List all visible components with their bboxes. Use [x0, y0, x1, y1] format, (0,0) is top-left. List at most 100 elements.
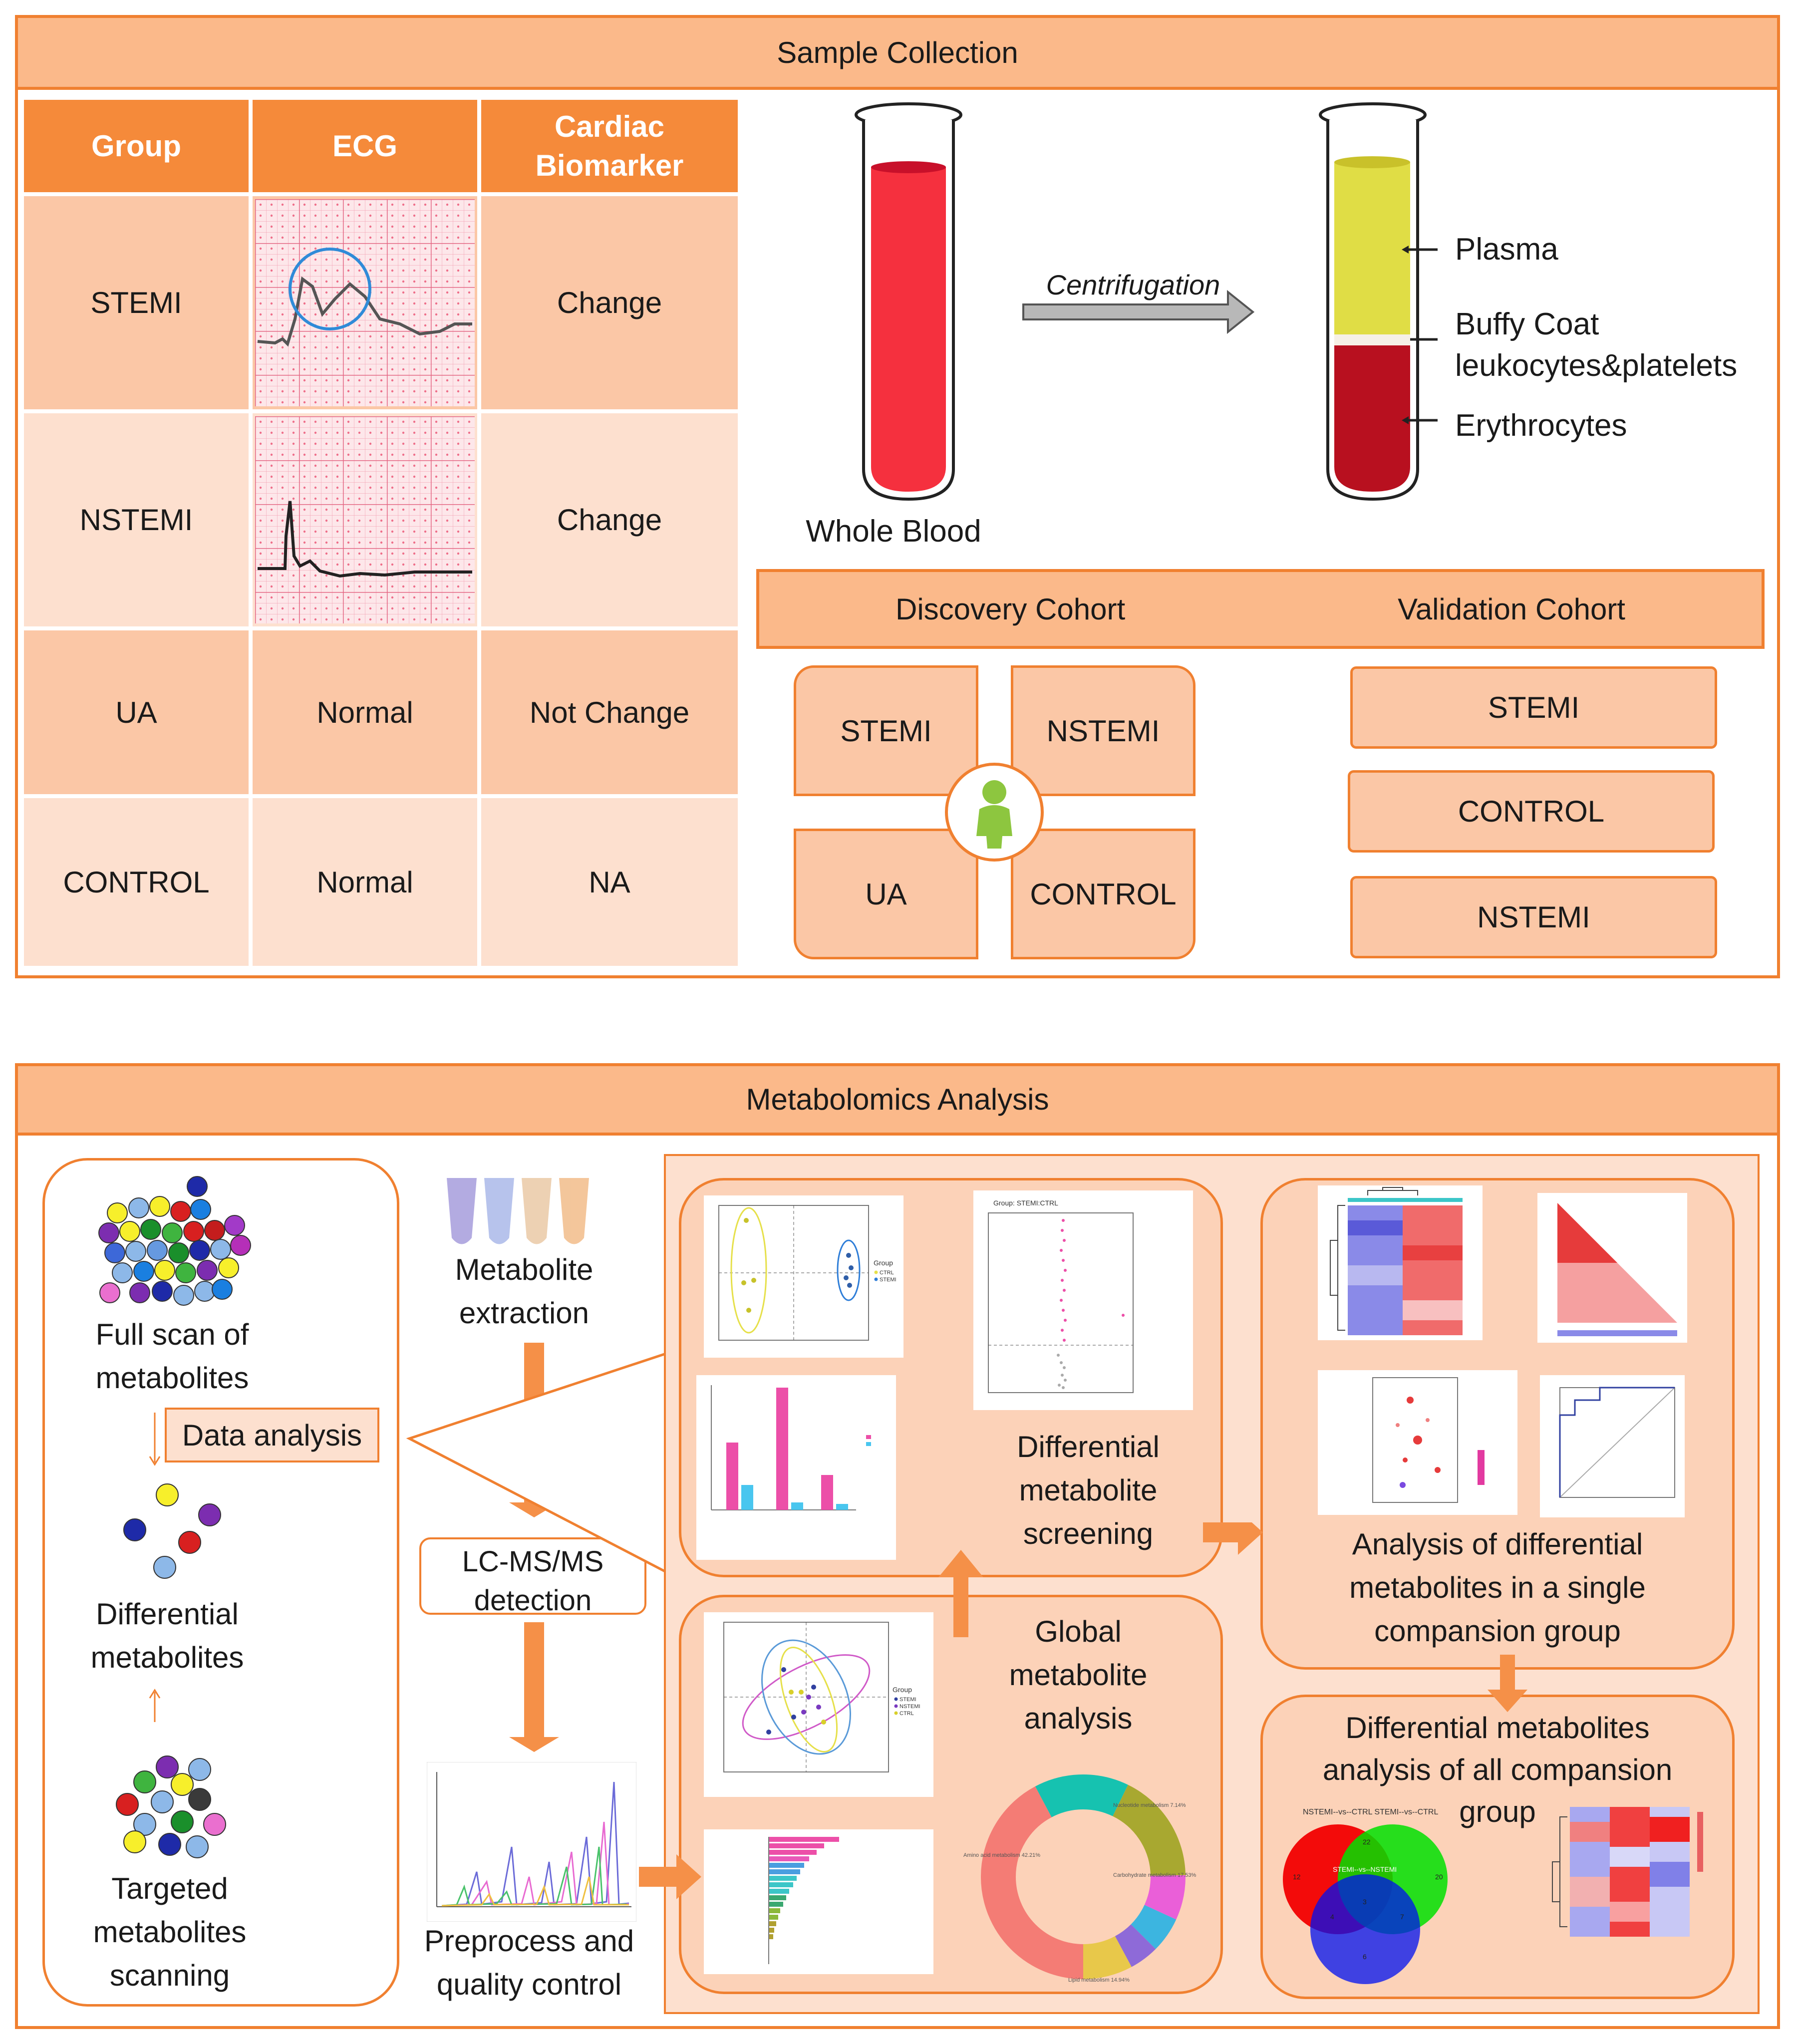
header-biomarker-text: Cardiac Biomarker: [535, 109, 684, 182]
biomarker-cell-ua: Not Change: [481, 630, 738, 794]
venn-count-g: 6: [1363, 1953, 1367, 1961]
header-group-text: Group: [91, 129, 181, 163]
discovery-control-label: CONTROL: [1030, 877, 1177, 911]
discovery-group-stemi: STEMI: [794, 665, 978, 796]
discovery-group-ua: UA: [794, 829, 978, 959]
global-line3: analysis: [1024, 1702, 1133, 1735]
global-line1: Global: [1035, 1615, 1122, 1648]
venn-count-a: 12: [1293, 1873, 1301, 1881]
extraction-line1: Metabolite: [455, 1253, 594, 1286]
differential-dots: [123, 1483, 221, 1579]
plasma-label: Plasma: [1455, 232, 1558, 267]
table-row: STEMI: [24, 196, 249, 409]
bubble-plot-thumbnail: [1318, 1370, 1517, 1515]
ecg-cell-ua: Normal: [253, 630, 477, 794]
heatmap-thumbnail: [1318, 1185, 1483, 1340]
lcms-line2: detection: [474, 1584, 592, 1617]
differential-line1: Differential: [96, 1597, 239, 1631]
group-table: Group ECG Cardiac Biomarker STEMI: [24, 100, 738, 966]
cohort-header: Discovery Cohort Validation Cohort: [756, 569, 1765, 649]
preprocess-label: Preprocess and quality control: [404, 1919, 654, 2006]
volcano-plot-thumbnail: Group: STEMI:CTRL: [973, 1190, 1193, 1410]
single-group-line3: compansion group: [1374, 1614, 1621, 1648]
correlation-thumbnail: [1537, 1193, 1687, 1343]
chromatogram-thumbnail: [427, 1762, 636, 1922]
ecg-ua: Normal: [316, 695, 413, 729]
venn-diagram: NSTEMI--vs--CTRL STEMI--vs--CTRL 12 22 2…: [1283, 1808, 1448, 1984]
venn-count-e: 4: [1330, 1913, 1334, 1921]
biomarker-ua: Not Change: [529, 695, 690, 729]
roc-curve-thumbnail: [1540, 1375, 1685, 1517]
all-groups-line1: Differential metabolites: [1345, 1711, 1650, 1745]
opls-legend-title: Group: [874, 1259, 893, 1267]
sample-collection-title-text: Sample Collection: [777, 35, 1018, 69]
donut-label-lipid: Lipid metabolism 14.94%: [1068, 1977, 1130, 1983]
venn-count-c: 20: [1435, 1873, 1443, 1881]
table-header-group: Group: [24, 100, 249, 192]
opls-legend-ctrl: CTRL: [880, 1270, 894, 1276]
differential-label: Differential metabolites: [55, 1592, 280, 1679]
scan-arrows: [149, 1413, 161, 1722]
ecg-trace-nstemi: [255, 416, 475, 623]
full-scan-line1: Full scan of: [95, 1318, 249, 1351]
leukocytes-label: leukocytes&platelets: [1455, 348, 1738, 383]
full-scan-line2: metabolites: [95, 1361, 249, 1395]
erythrocytes-label: Erythrocytes: [1455, 408, 1627, 443]
validation-group-control: CONTROL: [1348, 770, 1715, 853]
volcano-title: Group: STEMI:CTRL: [993, 1199, 1058, 1207]
preprocess-line2: quality control: [436, 1968, 622, 2001]
differential-line2: metabolites: [90, 1641, 244, 1674]
all-groups-heatmap: [1547, 1802, 1717, 1967]
all-groups-label: Differential metabolites analysis of all…: [1283, 1707, 1712, 1833]
pathway-donut-chart: Amino acid metabolism 42.21% Carbohydrat…: [963, 1774, 1196, 1983]
separated-blood-tube: [1319, 102, 1438, 501]
person-icon: [945, 763, 1044, 862]
data-analysis-callout: [406, 1348, 678, 1580]
biomarker-nstemi: Change: [557, 503, 662, 537]
discovery-group-nstemi: NSTEMI: [1011, 665, 1196, 796]
global-analysis-label: Global metabolite analysis: [978, 1610, 1178, 1740]
all-groups-line2: analysis of all compansion: [1322, 1753, 1673, 1786]
ecg-cell-nstemi: [253, 413, 477, 626]
all-groups-line3: group: [1459, 1795, 1536, 1828]
sample-collection-title: Sample Collection: [15, 15, 1780, 90]
pathway-bar-thumbnail: [704, 1829, 933, 1974]
targeted-line2: metabolites: [93, 1915, 247, 1949]
centrifugation-arrow: [1022, 290, 1255, 334]
pca-legend-title: Group: [893, 1686, 912, 1694]
data-analysis-text: Data analysis: [182, 1418, 362, 1452]
analysis-flow-arrows: [639, 1522, 1527, 1899]
header-ecg-text: ECG: [332, 129, 398, 163]
targeted-dots: [116, 1755, 226, 1858]
row-group-control: CONTROL: [63, 865, 210, 899]
biomarker-cell-nstemi: Change: [481, 413, 738, 626]
single-group-line1: Analysis of differential: [1352, 1527, 1643, 1561]
extraction-line2: extraction: [459, 1296, 590, 1330]
validation-control-label: CONTROL: [1458, 795, 1605, 828]
single-group-label: Analysis of differential metabolites in …: [1283, 1522, 1712, 1653]
discovery-group-control: CONTROL: [1011, 829, 1196, 959]
validation-nstemi-label: NSTEMI: [1477, 900, 1590, 934]
pca-legend-stemi: STEMI: [899, 1697, 916, 1703]
row-group-ua: UA: [115, 695, 157, 729]
targeted-line1: Targeted: [111, 1872, 228, 1905]
opls-da-score-plot: Group CTRL STEMI: [704, 1195, 903, 1358]
ecg-control: Normal: [316, 865, 413, 899]
ecg-cell-control: Normal: [253, 798, 477, 966]
lcms-line1: LC-MS/MS: [462, 1545, 604, 1578]
lcms-box: LC-MS/MS detection: [419, 1537, 646, 1617]
validation-group-stemi: STEMI: [1350, 666, 1717, 749]
discovery-ua-label: UA: [865, 877, 907, 911]
validation-cohort-title: Validation Cohort: [1398, 592, 1625, 626]
pca-legend-nstemi: NSTEMI: [899, 1704, 920, 1710]
discovery-nstemi-label: NSTEMI: [1046, 714, 1160, 748]
full-scan-dots: [98, 1176, 251, 1306]
venn-title: NSTEMI--vs--CTRL STEMI--vs--CTRL: [1303, 1808, 1438, 1816]
venn-count-f: 7: [1400, 1913, 1404, 1921]
differential-screening-label: Differential metabolite screening: [978, 1425, 1198, 1555]
whole-blood-label: Whole Blood: [806, 514, 981, 549]
donut-label-carbohydrate: Carbohydrate metabolism 17.53%: [1113, 1872, 1196, 1878]
metabolomics-title-text: Metabolomics Analysis: [746, 1083, 1049, 1116]
diff-screening-line1: Differential: [1017, 1430, 1160, 1463]
single-group-line2: metabolites in a single: [1349, 1571, 1646, 1604]
